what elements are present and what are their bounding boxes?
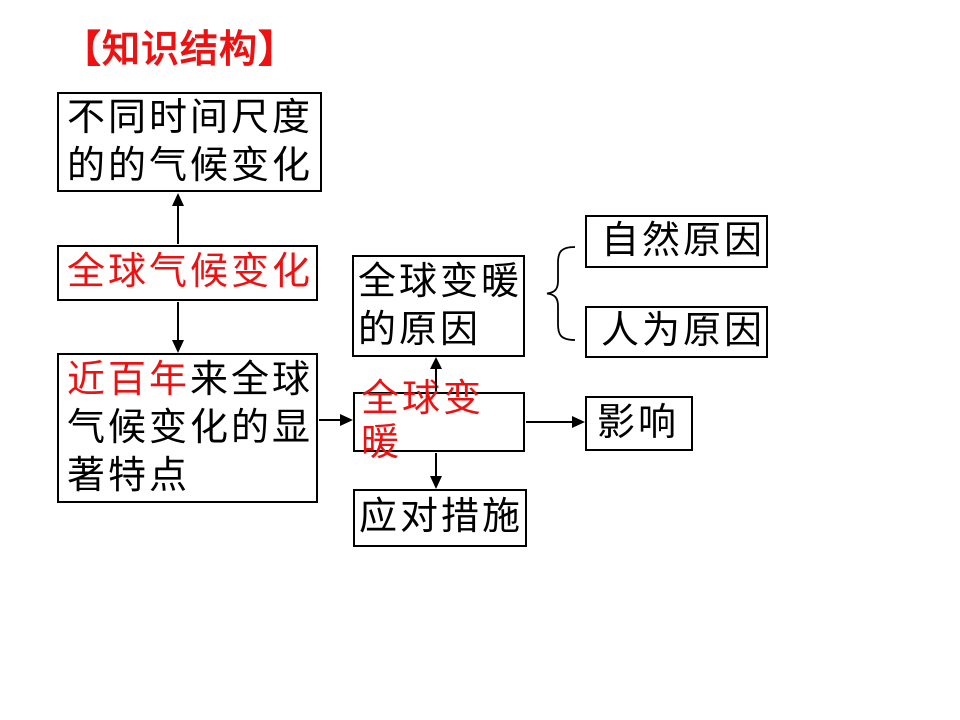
brace-causes (546, 246, 576, 341)
box-global-label: 全球气候变化 (67, 251, 314, 294)
page-title: 【知识结构】 (63, 29, 298, 71)
box-natural-cause: 自然原因 (585, 215, 768, 268)
box-century-label: 近百年来全球 气候变化的显 著特点 (67, 356, 313, 500)
arrow-global-to-century (172, 302, 184, 353)
arrow-century-to-warming (319, 414, 353, 426)
box-century-highlight: 近百年 (67, 359, 191, 401)
box-timescale-label: 不同时间尺度 的的气候变化 (67, 97, 314, 187)
box-impacts: 影响 (585, 396, 693, 451)
box-global-warming: 全球变暖 (353, 378, 525, 464)
box-impacts-label: 影响 (597, 401, 680, 444)
arrow-global-to-timescale (172, 193, 184, 244)
box-warming-causes-label: 全球变暖 的原因 (358, 261, 523, 351)
box-century-rest: 来全球 气候变化的显 著特点 (67, 359, 314, 497)
box-human-cause: 人为原因 (585, 306, 768, 358)
box-measures-label: 应对措施 (359, 496, 524, 539)
box-global-climate-change: 全球气候变化 (57, 245, 318, 301)
box-human-cause-label: 人为原因 (601, 310, 766, 353)
box-warming-causes: 全球变暖 的原因 (352, 255, 525, 357)
arrow-warming-to-impacts (526, 416, 585, 428)
box-timescale-climate-change: 不同时间尺度 的的气候变化 (57, 92, 322, 192)
box-measures: 应对措施 (353, 489, 527, 547)
box-global-warming-label: 全球变暖 (361, 378, 485, 464)
box-natural-cause-label: 自然原因 (601, 219, 766, 262)
box-century-features: 近百年来全球 气候变化的显 著特点 (57, 353, 318, 503)
